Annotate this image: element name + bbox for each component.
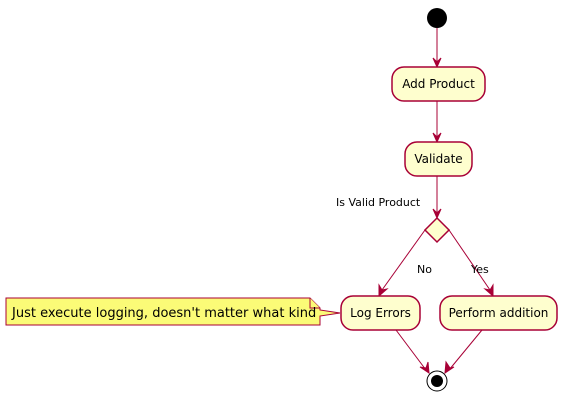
node-add-product — [391, 66, 486, 102]
edge-label-no: No — [417, 263, 432, 276]
edge-decision-to-log-errors — [381, 229, 426, 291]
node-perform-addition-label: Perform addition — [449, 306, 549, 320]
note-fold — [309, 298, 320, 309]
note-text: Just execute logging, doesn't matter wha… — [11, 306, 316, 321]
start-node — [427, 8, 447, 28]
edge-perform-addition-to-end — [448, 329, 483, 371]
arrowhead-end-left — [419, 361, 430, 374]
arrowhead-add-product — [432, 57, 442, 69]
node-validate-label: Validate — [414, 152, 462, 166]
arrowhead-end-right — [444, 360, 455, 374]
node-add-product-label: Add Product — [402, 77, 475, 91]
edge-decision-to-perform-addition — [448, 229, 491, 291]
edge-log-errors-to-end — [395, 329, 427, 371]
end-node-outer — [426, 370, 448, 392]
decision-label: Is Valid Product — [336, 196, 421, 209]
node-log-errors — [340, 295, 421, 331]
node-perform-addition — [439, 295, 558, 331]
end-node-inner — [431, 375, 443, 387]
arrowhead-decision — [432, 208, 442, 220]
arrowhead-log-errors — [378, 283, 389, 298]
node-log-errors-label: Log Errors — [350, 306, 411, 320]
arrowhead-validate — [432, 132, 442, 144]
node-validate — [404, 141, 473, 177]
edge-label-yes: Yes — [470, 263, 489, 276]
arrowhead-perform-addition — [483, 283, 494, 298]
decision-diamond — [423, 216, 451, 244]
